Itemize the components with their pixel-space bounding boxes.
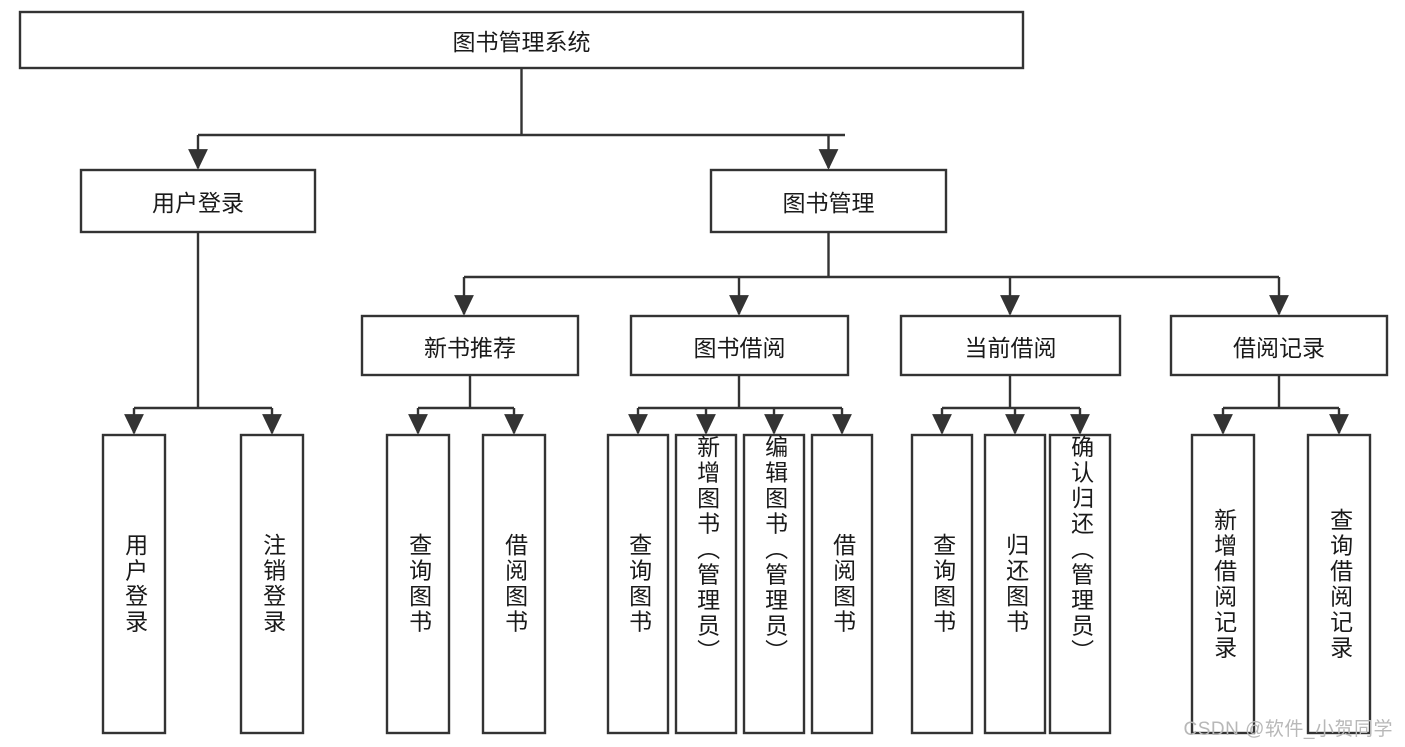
node-box-borrow-record[interactable] [1169,314,1389,377]
node-box-new-book-recommend[interactable] [360,314,580,377]
node-box-leaf-query-book-3[interactable] [910,433,974,735]
node-box-leaf-query-book-2[interactable] [606,433,670,735]
node-box-book-manage[interactable] [709,168,948,234]
node-box-current-borrow[interactable] [899,314,1122,377]
connector-layer [124,68,1349,435]
node-box-leaf-query-record[interactable] [1306,433,1372,735]
node-box-leaf-add-book-admin[interactable] [674,433,738,735]
csdn-watermark: CSDN @软件_小贺同学 [1183,719,1393,740]
node-box-leaf-add-record[interactable] [1190,433,1256,735]
node-box-leaf-user-logout[interactable] [239,433,305,735]
node-box-leaf-borrow-book-2[interactable] [810,433,874,735]
node-box-leaf-borrow-book-1[interactable] [481,433,547,735]
node-box-leaf-query-book-1[interactable] [385,433,451,735]
node-box-root[interactable] [18,10,1025,70]
node-box-leaf-edit-book-admin[interactable] [742,433,806,735]
node-box-leaf-confirm-return[interactable] [1048,433,1112,735]
node-box-leaf-return-book[interactable] [983,433,1047,735]
node-box-leaf-user-login[interactable] [101,433,167,735]
node-box-user-login[interactable] [79,168,317,234]
node-layer [18,10,1389,735]
node-box-book-borrow[interactable] [629,314,850,377]
